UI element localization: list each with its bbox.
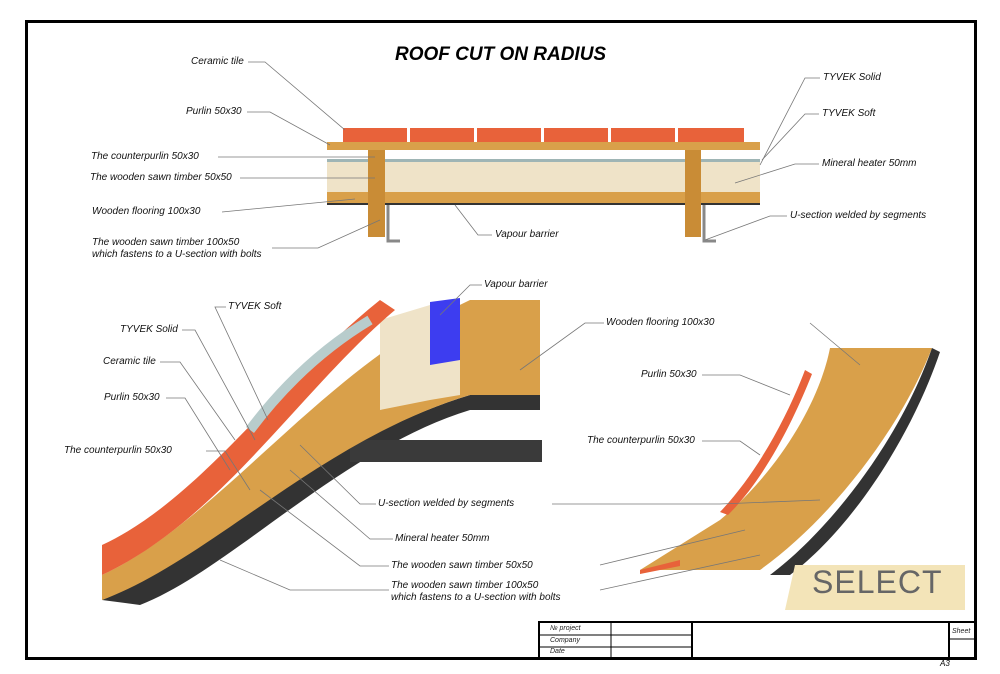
label-tyvek-solid-b: TYVEK Solid (120, 324, 178, 335)
logo-background (785, 565, 965, 610)
title-block-project: № project (550, 625, 581, 632)
label-purlin-right: Purlin 50x30 (641, 369, 697, 380)
label-tyvek-soft: TYVEK Soft (822, 108, 876, 119)
label-line-1: The wooden sawn timber 100x50 (92, 237, 240, 248)
u-sections (386, 205, 716, 243)
leaders-bottom (160, 284, 861, 591)
title-block: № project Company Date Sheet (538, 621, 976, 659)
page-title: ROOF CUT ON RADIUS (395, 44, 607, 65)
label-mineral: Mineral heater 50mm (822, 158, 917, 169)
ceramic-tiles (343, 128, 744, 142)
label-line-2: which fastens to a U-section with bolts (391, 592, 561, 603)
ceramic-tiles-curve (102, 300, 395, 575)
curved-section (102, 298, 940, 605)
leaders-top (218, 61, 820, 249)
wooden-flooring (327, 192, 760, 203)
label-sawn-timber-50: The wooden sawn timber 50x50 (90, 172, 232, 183)
purlin (327, 142, 760, 150)
timber-post-left (368, 150, 385, 237)
select-logo: SELECT (812, 564, 943, 600)
label-line-2: which fastens to a U-section with bolts (92, 249, 262, 260)
label-flooring: Wooden flooring 100x30 (92, 206, 201, 217)
label-ceramic-tile-b: Ceramic tile (103, 356, 156, 367)
sheet-frame (25, 20, 977, 660)
tyvek (327, 159, 760, 162)
u-section-curve (102, 395, 540, 605)
title-block-sheet: Sheet (952, 628, 971, 635)
right-wooden-layers (640, 348, 932, 570)
label-tyvek-solid: TYVEK Solid (823, 72, 881, 83)
label-counterpurlin: The counterpurlin 50x30 (91, 151, 199, 162)
vapour-barrier-curve (430, 298, 460, 365)
label-purlin: Purlin 50x30 (186, 106, 242, 117)
title-block-date: Date (550, 648, 565, 655)
label-vapour: Vapour barrier (495, 229, 559, 240)
label-sawn-timber-50-b: The wooden sawn timber 50x50 (391, 560, 533, 571)
label-counterpurlin-b: The counterpurlin 50x30 (64, 445, 172, 456)
label-flooring-b: Wooden flooring 100x30 (606, 317, 715, 328)
label-mineral-b: Mineral heater 50mm (395, 533, 490, 544)
label-vapour-b: Vapour barrier (484, 279, 548, 290)
label-line-1: The wooden sawn timber 100x50 (391, 580, 539, 591)
label-u-section-b: U-section welded by segments (378, 498, 515, 509)
label-purlin-b: Purlin 50x30 (104, 392, 160, 403)
right-tiles (720, 370, 812, 515)
tyvek-curve (246, 315, 373, 434)
label-counterpurlin-right: The counterpurlin 50x30 (587, 435, 695, 446)
flat-section (327, 128, 760, 243)
sheet-format: A3 (940, 659, 950, 668)
title-block-company: Company (550, 637, 580, 644)
vapour-barrier (327, 203, 760, 205)
label-tyvek-soft-b: TYVEK Soft (228, 301, 282, 312)
label-ceramic-tile: Ceramic tile (191, 56, 244, 67)
u-section-beam (350, 440, 542, 462)
label-u-section: U-section welded by segments (790, 210, 927, 221)
timber-post-right (685, 150, 701, 237)
